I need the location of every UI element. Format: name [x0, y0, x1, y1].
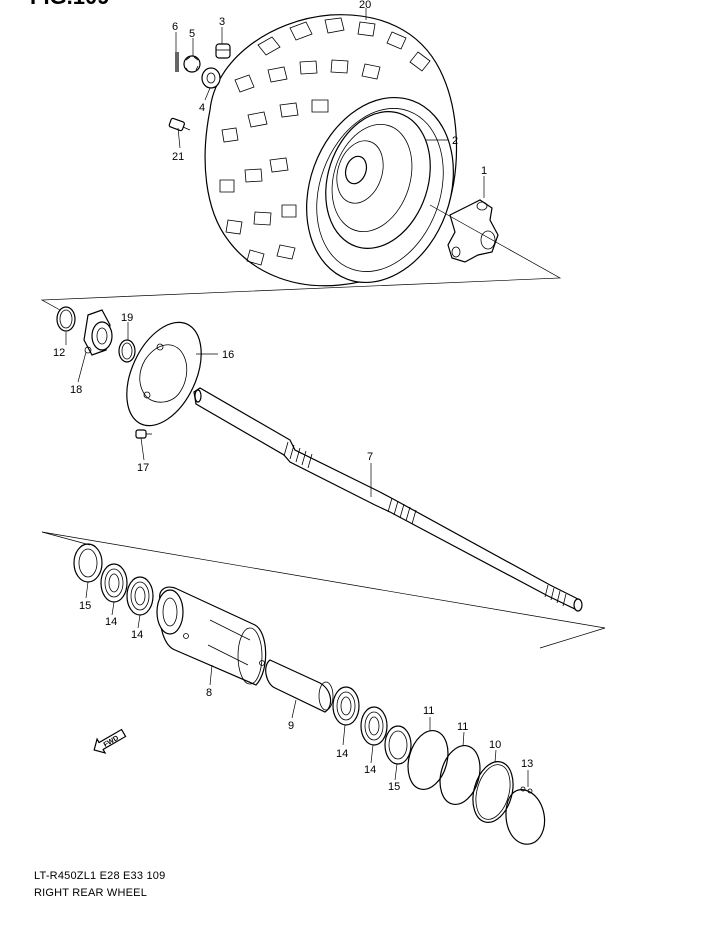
bearing-part-14-a[interactable] [100, 563, 128, 603]
callout-7: 7 [367, 451, 373, 463]
bearing-part-14-d[interactable] [360, 706, 388, 746]
bearing-part-14-c[interactable] [332, 686, 360, 726]
callout-21: 21 [172, 151, 184, 163]
wheel-rim-part-2[interactable] [309, 98, 447, 262]
callout-3: 3 [219, 16, 225, 28]
circlip-part-13[interactable] [505, 786, 546, 845]
o-ring-part-12[interactable] [56, 306, 76, 332]
leader-lines [65, 8, 529, 787]
callout-14-c: 14 [336, 748, 348, 760]
callout-11-b: 11 [457, 721, 468, 733]
callout-11-a: 11 [423, 705, 434, 717]
callout-18: 18 [70, 384, 82, 396]
callout-1: 1 [481, 165, 487, 177]
callout-5: 5 [189, 28, 195, 40]
callout-8: 8 [206, 687, 212, 699]
callout-14-a: 14 [105, 616, 117, 628]
bearing-part-14-b[interactable] [126, 576, 154, 616]
bolt-part-17[interactable] [135, 429, 152, 439]
brake-disc-part-16[interactable] [112, 311, 216, 438]
callout-17: 17 [137, 462, 149, 474]
o-ring-part-19[interactable] [118, 339, 136, 363]
bearing-holder-part-18[interactable] [83, 309, 113, 356]
o-ring-part-10[interactable] [467, 757, 520, 827]
o-ring-part-11-b[interactable] [434, 741, 486, 809]
callout-4: 4 [199, 102, 205, 114]
hub-part-1[interactable] [447, 199, 499, 263]
fwd-label: FWD [103, 735, 120, 749]
callout-6: 6 [172, 21, 178, 33]
axle-housing-part-8[interactable] [156, 586, 267, 686]
callout-numbers: 20 2 1 3 5 6 4 21 16 19 12 18 17 7 15 14… [53, 0, 533, 793]
callout-15-left: 15 [79, 600, 91, 612]
callout-14-b: 14 [131, 629, 143, 641]
oil-seal-part-15-left[interactable] [73, 543, 103, 583]
callout-20: 20 [359, 0, 371, 11]
spacer-part-9[interactable] [265, 659, 334, 713]
nut-part-3[interactable] [215, 43, 231, 59]
group-boundary-lines [40, 204, 606, 649]
callout-14-d: 14 [364, 764, 376, 776]
diagram-title: RIGHT REAR WHEEL [34, 887, 148, 899]
axle-shaft-part-7[interactable] [193, 387, 583, 612]
callout-9: 9 [288, 720, 294, 732]
cotter-pin-part-6[interactable] [175, 52, 179, 72]
callout-16: 16 [222, 349, 234, 361]
castle-nut-part-5[interactable] [183, 55, 201, 73]
callout-10: 10 [489, 739, 501, 751]
model-code-label: LT-R450ZL1 E28 E33 109 [34, 870, 166, 882]
figure-label: FIG.109 [30, 0, 109, 9]
o-ring-part-11-a[interactable] [402, 726, 454, 794]
oil-seal-part-15-right[interactable] [384, 725, 412, 765]
callout-19: 19 [121, 312, 133, 324]
callout-2: 2 [452, 135, 458, 147]
callout-12: 12 [53, 347, 65, 359]
fwd-arrow-icon: FWD [93, 728, 127, 754]
callout-15-right: 15 [388, 781, 400, 793]
stud-part-21[interactable] [168, 117, 191, 132]
callout-13: 13 [521, 758, 533, 770]
washer-part-4[interactable] [201, 67, 221, 89]
